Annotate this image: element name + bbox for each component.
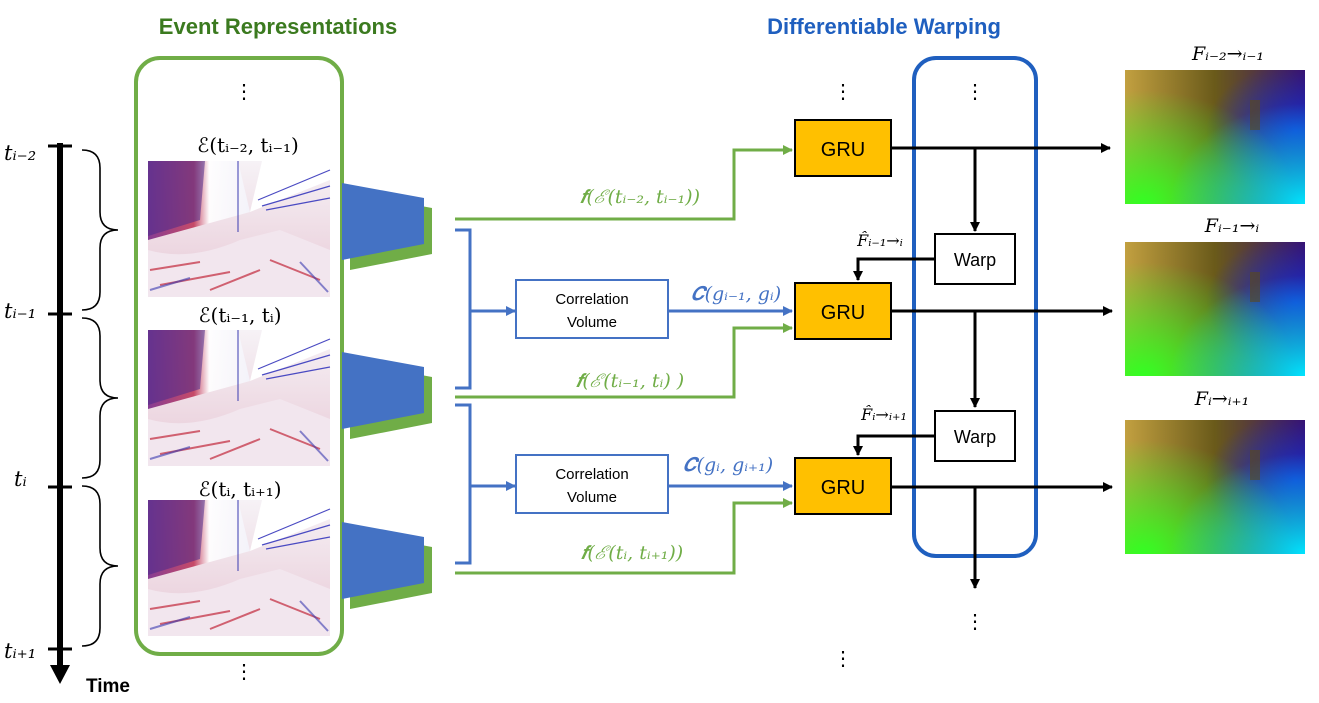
event-frame-1 — [148, 161, 331, 297]
correlation-volume-box-2 — [515, 454, 669, 514]
event-label-3: ℰ(tᵢ, tᵢ₊₁) — [198, 477, 281, 501]
correlation-box-1-line2: Volume — [567, 314, 617, 331]
tick-t-i: tᵢ — [14, 467, 27, 491]
event-representations-title: Event Representations — [159, 14, 397, 39]
ellipsis-bottom-warp: ⋮ — [965, 609, 985, 633]
warp-input-label-1: F̂ᵢ₋₁→ᵢ — [856, 231, 903, 250]
flow-image-1 — [1125, 70, 1305, 204]
flow-label-1: Fᵢ₋₂→ᵢ₋₁ — [1191, 43, 1264, 65]
tick-t-i-minus-1: tᵢ₋₁ — [4, 299, 36, 323]
encoder-3 — [342, 522, 432, 609]
ellipsis-bottom-gru: ⋮ — [833, 646, 853, 670]
correlation-box-1-line1: Correlation — [555, 291, 628, 308]
gru-box-3 — [794, 457, 892, 515]
encoder-2 — [342, 352, 432, 439]
time-axis-label: Time — [86, 676, 130, 697]
event-frame-3 — [148, 500, 331, 636]
feature-paths — [455, 145, 793, 575]
event-label-1: ℰ(tᵢ₋₂, tᵢ₋₁) — [197, 133, 299, 157]
gru-box-2 — [794, 282, 892, 340]
event-frame-2 — [148, 330, 331, 466]
gru-box-1-label: GRU — [821, 139, 865, 161]
flow-image-2 — [1125, 242, 1305, 376]
warp-feedback-paths — [853, 257, 935, 456]
differentiable-warping-title: Differentiable Warping — [767, 14, 1001, 39]
tick-t-i-minus-2: tᵢ₋₂ — [4, 141, 36, 165]
correlation-label-1: 𝑪(gᵢ₋₁, gᵢ) — [691, 283, 781, 305]
ellipsis-top-gru: ⋮ — [833, 79, 853, 103]
flow-output-arrows — [891, 143, 1113, 492]
event-label-2: ℰ(tᵢ₋₁, tᵢ) — [198, 303, 281, 327]
differentiable-warping-container — [912, 56, 1038, 558]
gru-box-2-label: GRU — [821, 302, 865, 324]
gru-box-1 — [794, 119, 892, 177]
warp-input-label-2: F̂ᵢ→ᵢ₊₁ — [860, 405, 907, 424]
flow-label-2: Fᵢ₋₁→ᵢ — [1204, 215, 1260, 237]
tick-t-i-plus-1: tᵢ₊₁ — [4, 639, 36, 663]
feature-label-3: 𝒇(ℰ(tᵢ, tᵢ₊₁)) — [581, 542, 683, 564]
ellipsis-bottom-events: ⋮ — [234, 659, 254, 683]
gru-box-3-label: GRU — [821, 477, 865, 499]
flow-image-3 — [1125, 420, 1305, 554]
time-axis — [48, 143, 72, 684]
feature-label-2: 𝒇(ℰ(tᵢ₋₁, tᵢ) ) — [576, 370, 684, 392]
interval-braces — [81, 149, 119, 647]
correlation-connectors — [455, 228, 516, 565]
correlation-volume-box-1 — [515, 279, 669, 339]
encoder-1 — [342, 183, 432, 270]
feature-label-1: 𝒇(ℰ(tᵢ₋₂, tᵢ₋₁)) — [580, 186, 700, 208]
warp-box-2 — [934, 410, 1016, 462]
ellipsis-top-events: ⋮ — [234, 79, 254, 103]
correlation-label-2: 𝑪(gᵢ, gᵢ₊₁) — [683, 454, 773, 476]
ellipsis-top-warp: ⋮ — [965, 79, 985, 103]
warp-box-2-label: Warp — [954, 427, 996, 447]
warp-box-1-label: Warp — [954, 250, 996, 270]
correlation-box-2-line2: Volume — [567, 489, 617, 506]
flow-label-3: Fᵢ→ᵢ₊₁ — [1194, 388, 1249, 410]
correlation-box-2-line1: Correlation — [555, 466, 628, 483]
